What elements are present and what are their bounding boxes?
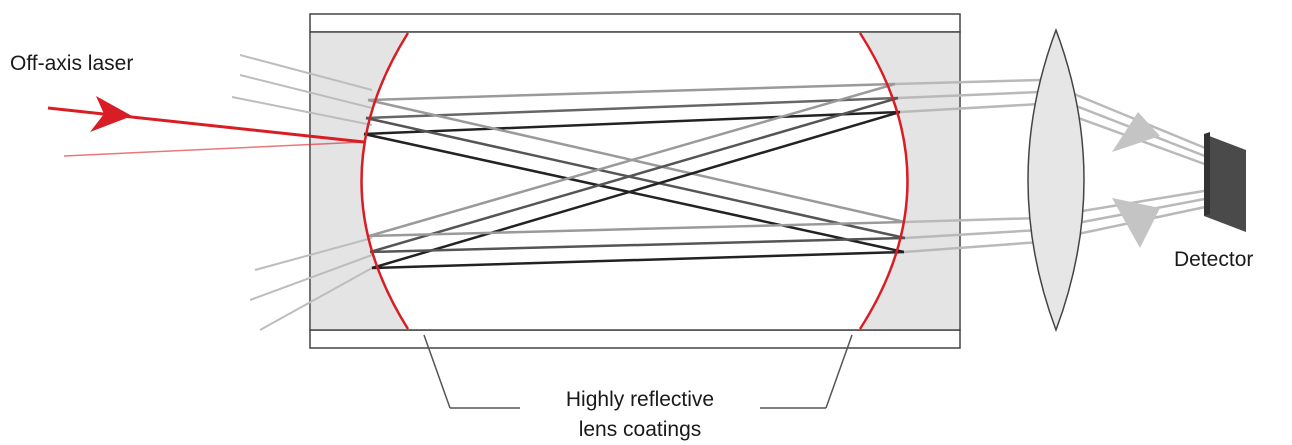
- right-mirror-body: [860, 33, 959, 329]
- cell-housing: [309, 13, 961, 349]
- upper-arrow-icon: [1112, 112, 1160, 152]
- detector-face: [1204, 134, 1246, 232]
- lens-coatings-label-line2: lens coatings: [578, 418, 702, 441]
- off-axis-laser-label: Off-axis laser: [10, 52, 134, 75]
- right-mirror-coating: [858, 32, 909, 330]
- cell-bottom-rail: [309, 329, 961, 349]
- mirror-coatings: [360, 32, 909, 330]
- detector-label: Detector: [1174, 248, 1254, 271]
- lower-arrow-icon: [1112, 198, 1160, 248]
- multipass-beams: [363, 82, 906, 270]
- laser-arrow-icon: [90, 96, 132, 132]
- detector: [1204, 132, 1246, 232]
- detector-side: [1204, 132, 1210, 216]
- lens-coatings-label: Highly reflective lens coatings: [540, 385, 740, 445]
- left-mirror-coating: [360, 32, 410, 330]
- off-axis-laser: [47, 96, 365, 157]
- coatings-callout-bracket: [423, 334, 853, 409]
- focusing-lens: [1027, 27, 1085, 333]
- stray-beams: [231, 54, 373, 331]
- cell-top-rail: [309, 13, 961, 33]
- lens-coatings-label-line1: Highly reflective: [565, 388, 715, 411]
- left-mirror-body: [311, 33, 408, 329]
- cell-body-outline: [309, 31, 961, 331]
- direction-arrows: [1112, 112, 1160, 248]
